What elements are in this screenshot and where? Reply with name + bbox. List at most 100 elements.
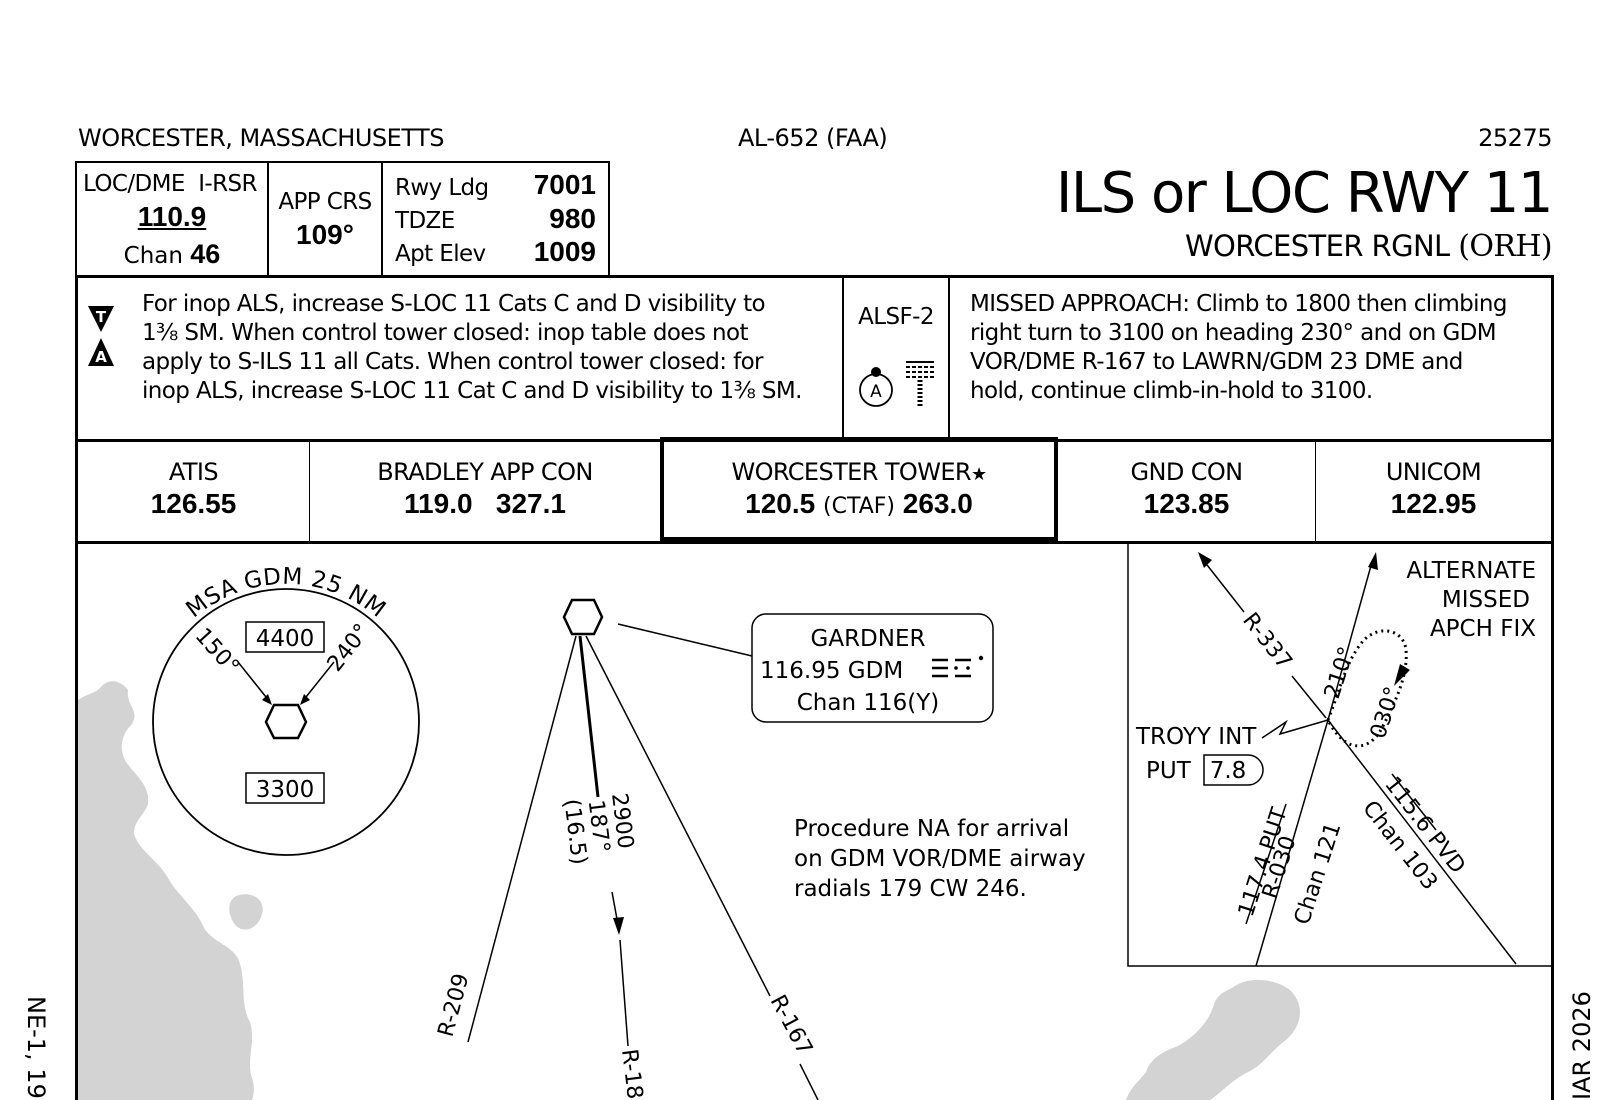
r337-arrow-icon: [1198, 552, 1212, 568]
msa-bearing-240: 240°: [323, 619, 375, 676]
note-line: apply to S-ILS 11 all Cats. When control…: [142, 349, 764, 375]
procedure-na-line: radials 179 CW 246.: [794, 876, 1027, 902]
gardner-chan: Chan 116(Y): [797, 690, 940, 716]
msa-alt-1: 4400: [256, 626, 315, 652]
holding-arrow-icon: [1394, 664, 1410, 686]
troyy-leader-icon: [1261, 719, 1329, 739]
comm-approach: BRADLEY APP CON 119.0 327.1: [310, 440, 660, 541]
airport-name-line: WORCESTER RGNL (ORH): [1184, 229, 1553, 264]
lighting-cell: ALSF-2 A: [842, 278, 950, 439]
put-radial-line: [1327, 561, 1373, 721]
comm-freq: 126.55: [150, 488, 237, 519]
procedure-title: ILS or LOC RWY 11: [1055, 161, 1554, 226]
missed-approach-line: right turn to 3100 on heading 230° and o…: [970, 320, 1497, 346]
chan-value: 46: [190, 239, 221, 269]
troyy-label: TROYY INT: [1135, 724, 1257, 750]
morse-code-icon: [932, 655, 984, 678]
gardner-freq: 116.95 GDM: [760, 658, 903, 684]
star-icon: ★: [970, 464, 987, 485]
comm-unicom: UNICOM 122.95: [1316, 440, 1551, 541]
comm-name: WORCESTER TOWER: [731, 458, 971, 486]
put-dme: 7.8: [1210, 758, 1247, 784]
notes-symbols: T A: [88, 306, 114, 366]
msa-alt-2: 3300: [256, 777, 315, 803]
alternate-arrow-icon: [1368, 552, 1378, 570]
lighting-label: ALSF-2: [858, 304, 934, 330]
nav-info-box: LOC/DME I-RSR 110.9 Chan 46 APP CRS 109°…: [75, 161, 610, 277]
comm-name-line: WORCESTER TOWER★: [664, 458, 1054, 486]
airport-id: (ORH): [1458, 229, 1552, 264]
rwy-ldg-label: Rwy Ldg: [395, 175, 489, 201]
feeder-route-labels: 2900 187° (16.5): [558, 792, 637, 867]
margin-left-text: NE-1, 19: [22, 996, 50, 1099]
msa-sector-line-2: [301, 661, 335, 703]
radial-187-label: R-187: [616, 1048, 649, 1100]
comm-freq: 263.0: [902, 488, 973, 519]
comm-name: ATIS: [168, 458, 219, 486]
procedure-na-line: on GDM VOR/DME airway: [794, 846, 1086, 872]
comm-name: UNICOM: [1385, 458, 1482, 486]
location-header: WORCESTER, MASSACHUSETTS: [78, 124, 444, 152]
comm-freq: 122.95: [1390, 488, 1477, 519]
alt-missed-line: MISSED: [1442, 587, 1530, 613]
missed-approach-line: VOR/DME R-167 to LAWRN/GDM 23 DME and: [970, 349, 1463, 375]
comm-freq: 120.5: [745, 488, 816, 519]
chart-number: 25275: [1478, 124, 1552, 152]
comm-name: BRADLEY APP CON: [377, 458, 593, 486]
chan-label: Chan: [123, 243, 183, 269]
feeder-arrow-icon: [613, 917, 624, 935]
tdze-value: 980: [549, 203, 596, 234]
missed-approach-line: MISSED APPROACH: Climb to 1800 then clim…: [970, 291, 1508, 317]
gardner-navaid-box: [751, 613, 994, 723]
comm-freq-line: 120.5 (CTAF) 263.0: [664, 488, 1054, 520]
apt-elev-label: Apt Elev: [395, 241, 486, 267]
put-label: PUT: [1146, 758, 1192, 784]
app-crs-value: 109°: [296, 219, 354, 250]
takeoff-minimums-icon: [88, 306, 114, 332]
loc-chan: Chan 46: [77, 239, 267, 270]
radial-209-label: R-209: [434, 971, 475, 1040]
r337-label: R-337: [1237, 608, 1296, 674]
dme-box: [1203, 754, 1264, 786]
missed-approach-line: hold, continue climb-in-hold to 3100.: [970, 378, 1373, 404]
water-body-small: [229, 894, 263, 930]
note-line: For inop ALS, increase S-LOC 11 Cats C a…: [142, 291, 766, 317]
msa-vor-icon: [264, 703, 308, 740]
notes-text: For inop ALS, increase S-LOC 11 Cats C a…: [142, 290, 842, 406]
msa-alt-box-1: [245, 621, 325, 653]
rwy-ldg-value: 7001: [533, 169, 596, 200]
msa-label-path: MSA GDM 25 NM: [182, 564, 390, 623]
runway-data-cell: Rwy Ldg 7001 TDZE 980 Apt Elev 1009: [383, 163, 608, 275]
loc-cell: LOC/DME I-RSR 110.9 Chan 46: [77, 163, 269, 275]
alsf2-icon: A: [859, 361, 934, 408]
note-line: inop ALS, increase S-LOC 11 Cat C and D …: [142, 378, 802, 404]
comm-freq: 119.0 327.1: [404, 488, 566, 519]
app-crs-label: APP CRS: [278, 189, 372, 215]
loc-freq: 110.9: [137, 201, 207, 232]
msa-bearing-150: 150°: [190, 624, 244, 680]
loc-label: LOC/DME I-RSR: [83, 171, 257, 197]
apt-elev-value: 1009: [533, 236, 596, 267]
comms-section: ATIS 126.55 BRADLEY APP CON 119.0 327.1 …: [75, 437, 1554, 544]
symbol-t-text: T: [96, 308, 107, 326]
comm-atis: ATIS 126.55: [78, 440, 310, 541]
airport-name: WORCESTER RGNL: [1184, 229, 1450, 263]
radial-209-line: [467, 635, 577, 1043]
margin-right-text: IAR 2026: [1568, 991, 1596, 1100]
tdze-label: TDZE: [395, 208, 455, 234]
gardner-vor-icon: [562, 598, 604, 636]
comm-ground: GND CON 123.85: [1058, 440, 1316, 541]
missed-approach-text: MISSED APPROACH: Climb to 1800 then clim…: [970, 290, 1550, 406]
comm-freq: 123.85: [1143, 488, 1230, 519]
radial-187-line: [619, 939, 629, 1047]
app-crs-cell: APP CRS 109°: [269, 163, 383, 275]
msa-alt-box-2: [245, 772, 325, 804]
msa-label: MSA GDM 25 NM: [182, 564, 391, 623]
inset-border: [1127, 543, 1552, 967]
heading-030-label: 030°: [1366, 684, 1406, 742]
ctaf-label: (CTAF): [823, 494, 895, 519]
pvd-radial-line: [1327, 719, 1517, 965]
comm-tower: WORCESTER TOWER★ 120.5 (CTAF) 263.0: [660, 437, 1058, 541]
alt-missed-line: APCH FIX: [1430, 616, 1536, 642]
